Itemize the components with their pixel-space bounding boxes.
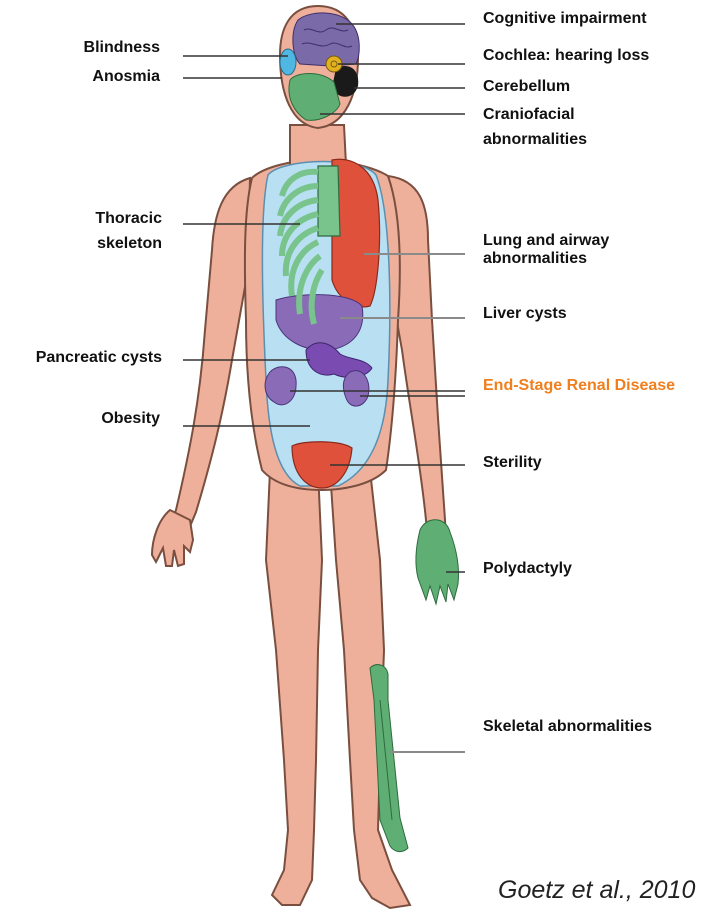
label-skeletal-abnormalities: Skeletal abnormalities — [483, 717, 652, 736]
label-liver-cysts: Liver cysts — [483, 304, 567, 323]
label-cerebellum: Cerebellum — [483, 77, 570, 96]
label-sterility: Sterility — [483, 453, 542, 472]
label-cognitive-impairment: Cognitive impairment — [483, 9, 647, 28]
hand-skeleton — [416, 520, 459, 604]
label-craniofacial: Craniofacial abnormalities — [483, 102, 633, 152]
kidney-left-shape — [265, 367, 296, 405]
citation: Goetz et al., 2010 — [498, 876, 695, 905]
label-anosmia: Anosmia — [50, 67, 160, 86]
label-polydactyly: Polydactyly — [483, 559, 572, 578]
label-cochlea: Cochlea: hearing loss — [483, 46, 649, 65]
label-obesity: Obesity — [50, 409, 160, 428]
label-end-stage-renal-disease: End-Stage Renal Disease — [483, 376, 675, 395]
eye-shape — [280, 49, 296, 75]
label-lung-airway: Lung and airway abnormalities — [483, 232, 633, 268]
label-thoracic-skeleton: Thoracic skeleton — [70, 206, 162, 256]
label-pancreatic-cysts: Pancreatic cysts — [10, 348, 162, 367]
kidney-right-shape — [343, 371, 369, 406]
brain-shape — [293, 13, 359, 66]
label-blindness: Blindness — [50, 38, 160, 57]
